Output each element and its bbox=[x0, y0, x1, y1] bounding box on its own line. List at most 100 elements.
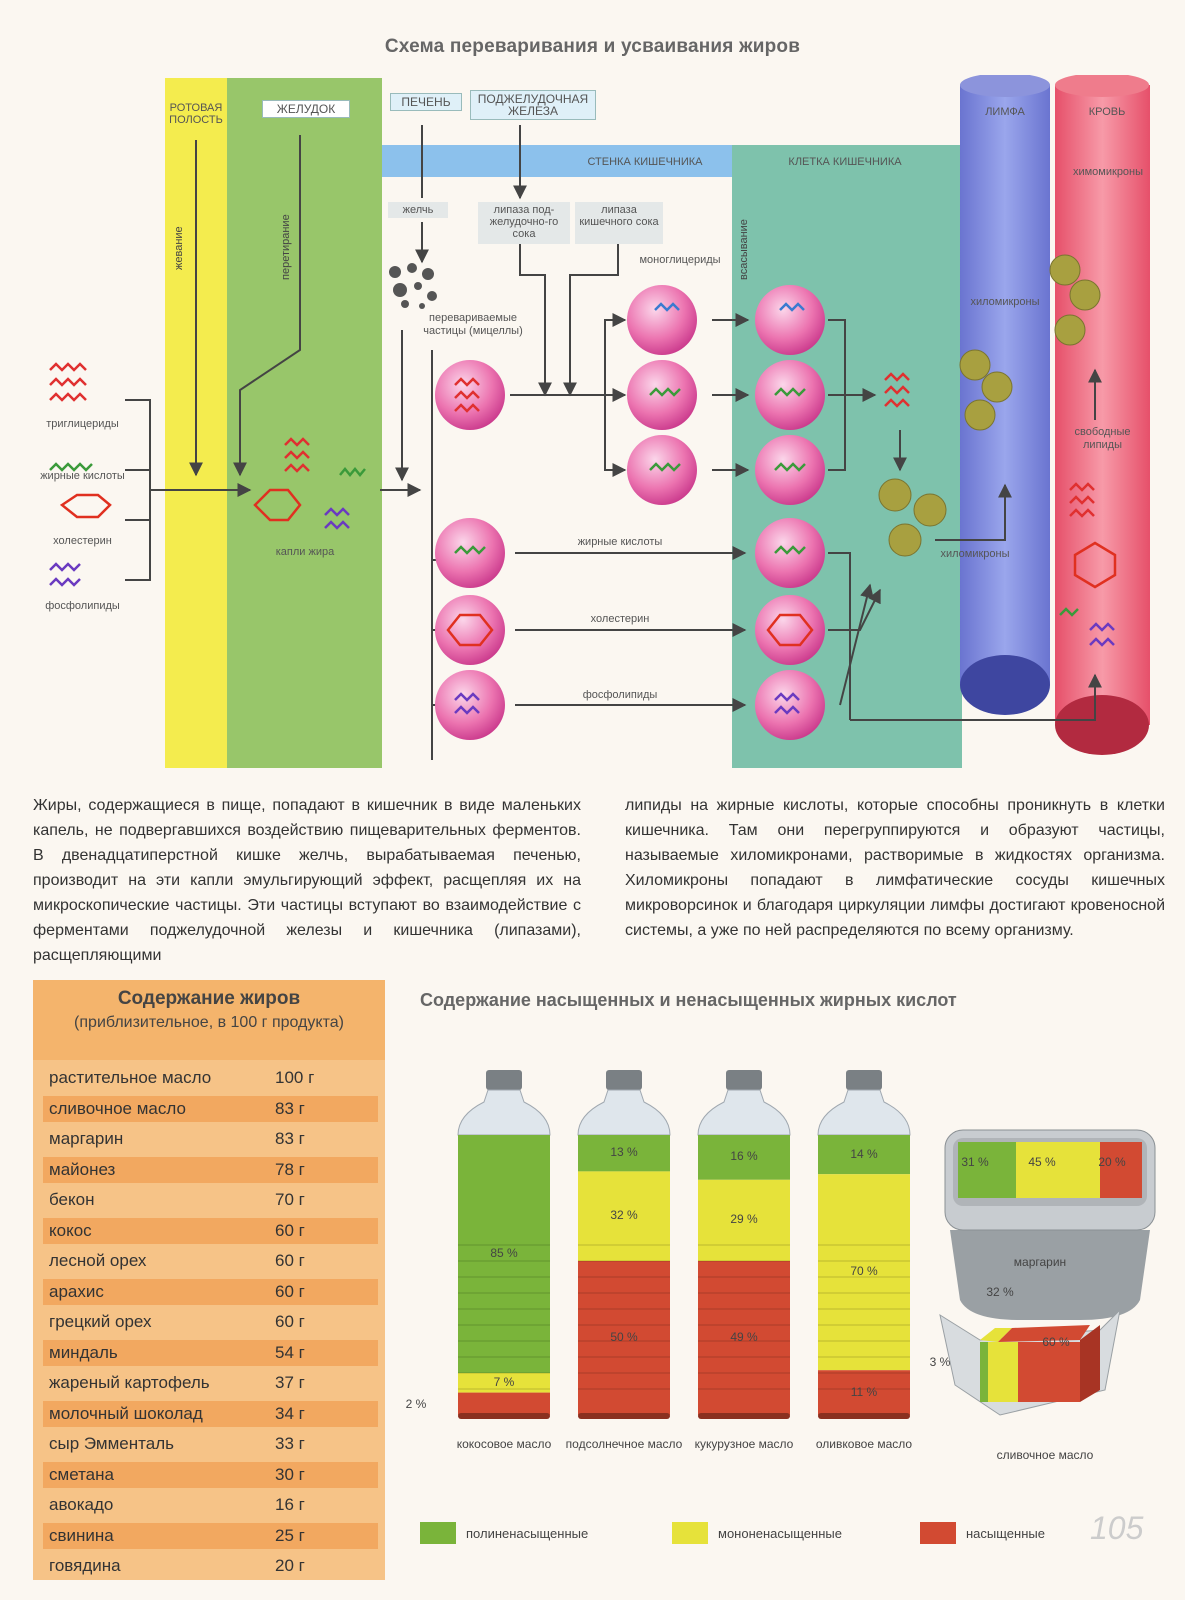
bottle-poly-bar bbox=[818, 1135, 910, 1175]
fat-row-value: 70 г bbox=[275, 1190, 305, 1209]
fat-row-name: грецкий орех bbox=[49, 1312, 152, 1331]
bottle-poly-pct: 14 % bbox=[850, 1146, 878, 1161]
text-column-1: Жиры, содержащиеся в пище, попадают в ки… bbox=[33, 797, 581, 964]
margarine-mono-bar bbox=[1016, 1142, 1100, 1198]
intestine-wall-band bbox=[382, 145, 732, 177]
bile-box: желчь bbox=[388, 202, 448, 218]
fat-row-value: 33 г bbox=[275, 1434, 305, 1453]
bottle-1 bbox=[577, 1070, 671, 1419]
fat-row-value: 78 г bbox=[275, 1159, 305, 1179]
fat-row-value: 83 г bbox=[275, 1129, 305, 1148]
stomach-label: ЖЕЛУДОК bbox=[262, 100, 350, 118]
bottle-name: оливковое масло bbox=[815, 1437, 913, 1451]
bottle-mono-pct: 7 % bbox=[493, 1374, 515, 1389]
fat-row-name: арахис bbox=[49, 1281, 104, 1301]
fat-row-value: 20 г bbox=[275, 1556, 305, 1575]
fat-row-name: миндаль bbox=[49, 1342, 118, 1362]
margarine-sat-pct: 20 % bbox=[1098, 1155, 1126, 1169]
micelles-label: перевариваемые частицы (мицеллы) bbox=[423, 312, 523, 337]
fat-table-header: Содержание жиров (приблизительное, в 100… bbox=[33, 980, 385, 1060]
fat-table-row: говядина 20 г bbox=[43, 1553, 378, 1579]
fat-row-name: сыр Эмменталь bbox=[49, 1434, 174, 1453]
legend-poly-swatch bbox=[420, 1522, 456, 1544]
fat-row-name: свинина bbox=[49, 1525, 114, 1545]
bottle-base bbox=[698, 1413, 790, 1419]
legend-sat-swatch bbox=[920, 1522, 956, 1544]
fat-row-name: маргарин bbox=[49, 1129, 124, 1148]
bottle-poly-pct: 16 % bbox=[730, 1149, 758, 1164]
bottle-name: кокосовое масло bbox=[456, 1437, 552, 1451]
grinding-label: перетирание bbox=[280, 214, 292, 280]
liver-label: ПЕЧЕНЬ bbox=[390, 93, 462, 111]
blood-label: КРОВЬ bbox=[1088, 106, 1126, 118]
intestine-wall-label: СТЕНКА КИШЕЧНИКА bbox=[587, 156, 703, 168]
bottle-mono-pct: 29 % bbox=[730, 1212, 758, 1227]
acids-title: Содержание насыщенных и ненасыщенных жир… bbox=[420, 990, 957, 1010]
chylomicrons-bottom-label: хиломикроны bbox=[940, 548, 1010, 560]
triglycerides-label: триглицериды bbox=[46, 418, 119, 430]
bottle-2 bbox=[697, 1070, 791, 1419]
bottle-mono-bar bbox=[818, 1174, 910, 1371]
fat-row-value: 60 г bbox=[275, 1281, 305, 1301]
absorption-label: всасывание bbox=[738, 219, 750, 280]
butter-block bbox=[939, 1308, 1121, 1416]
bottle-base bbox=[458, 1413, 550, 1419]
fatty-acids-label: жирные кислоты bbox=[40, 470, 125, 482]
margarine-tub bbox=[944, 1129, 1156, 1320]
bottle-neck bbox=[817, 1089, 911, 1136]
fat-content-table: Содержание жиров (приблизительное, в 100… bbox=[33, 980, 385, 1580]
bottle-sat-pct: 11 % bbox=[850, 1384, 878, 1399]
pancreas-label: ПОДЖЕЛУДОЧНАЯ ЖЕЛЕЗА bbox=[470, 90, 596, 120]
fat-row-name: сметана bbox=[49, 1464, 114, 1484]
butter-mono-pct: 32 % bbox=[986, 1285, 1014, 1299]
legend-mono-swatch bbox=[672, 1522, 708, 1544]
fat-table-row: сыр Эмменталь 33 г bbox=[43, 1431, 378, 1457]
bottle-0 bbox=[457, 1070, 551, 1419]
arrow-fatty-acids-label: жирные кислоты bbox=[577, 536, 663, 548]
bottle-cap bbox=[726, 1070, 762, 1090]
text-column-2: липиды на жирные кислоты, которые способ… bbox=[625, 797, 1165, 939]
lymph-label: ЛИМФА bbox=[985, 106, 1025, 118]
fat-row-name: растительное масло bbox=[49, 1068, 212, 1087]
fat-row-name: авокадо bbox=[49, 1495, 114, 1514]
bottles-chart bbox=[457, 1070, 1156, 1419]
bottle-base bbox=[578, 1413, 670, 1419]
bottle-3 bbox=[817, 1070, 911, 1419]
bottle-poly-bar bbox=[458, 1135, 550, 1373]
bottle-mono-pct: 32 % bbox=[610, 1208, 638, 1223]
vessels-svg bbox=[959, 75, 1150, 755]
fat-row-name: говядина bbox=[49, 1556, 121, 1575]
fat-row-value: 16 г bbox=[275, 1495, 305, 1514]
fat-row-value: 37 г bbox=[275, 1373, 305, 1392]
fat-table-row: маргарин 83 г bbox=[43, 1126, 378, 1152]
free-lipids-label: свободные липиды bbox=[1074, 426, 1131, 451]
intestine-cell-area bbox=[732, 145, 962, 768]
intestine-cell-label: КЛЕТКА КИШЕЧНИКА bbox=[788, 156, 902, 168]
bottle-cap bbox=[846, 1070, 882, 1090]
bottle-neck bbox=[577, 1089, 671, 1136]
margarine-sat-bar bbox=[1100, 1142, 1142, 1198]
fat-table-title: Содержание жиров bbox=[117, 988, 301, 1009]
bottle-sat-bar bbox=[818, 1370, 910, 1415]
fat-row-value: 60 г bbox=[275, 1312, 305, 1331]
bottle-sat-pct: 50 % bbox=[610, 1330, 638, 1344]
butter-sat-pct: 60 % bbox=[1042, 1335, 1070, 1349]
bottle-cap bbox=[486, 1070, 522, 1090]
legend-sat-label: насыщенные bbox=[966, 1526, 1045, 1541]
bottle-sat-pct: 2 % bbox=[405, 1397, 427, 1411]
bottle-mono-bar bbox=[578, 1171, 670, 1261]
bottle-mono-bar bbox=[458, 1373, 550, 1393]
margarine-mono-pct: 45 % bbox=[1028, 1155, 1056, 1169]
butter-label: сливочное масло bbox=[996, 1448, 1094, 1462]
bottle-poly-pct: 85 % bbox=[490, 1246, 518, 1260]
stomach-column bbox=[227, 78, 382, 768]
fat-table-row: арахис 60 г bbox=[43, 1278, 378, 1305]
fat-drops-label: капли жира bbox=[275, 546, 335, 558]
fat-row-name: молочный шоколад bbox=[49, 1403, 203, 1423]
